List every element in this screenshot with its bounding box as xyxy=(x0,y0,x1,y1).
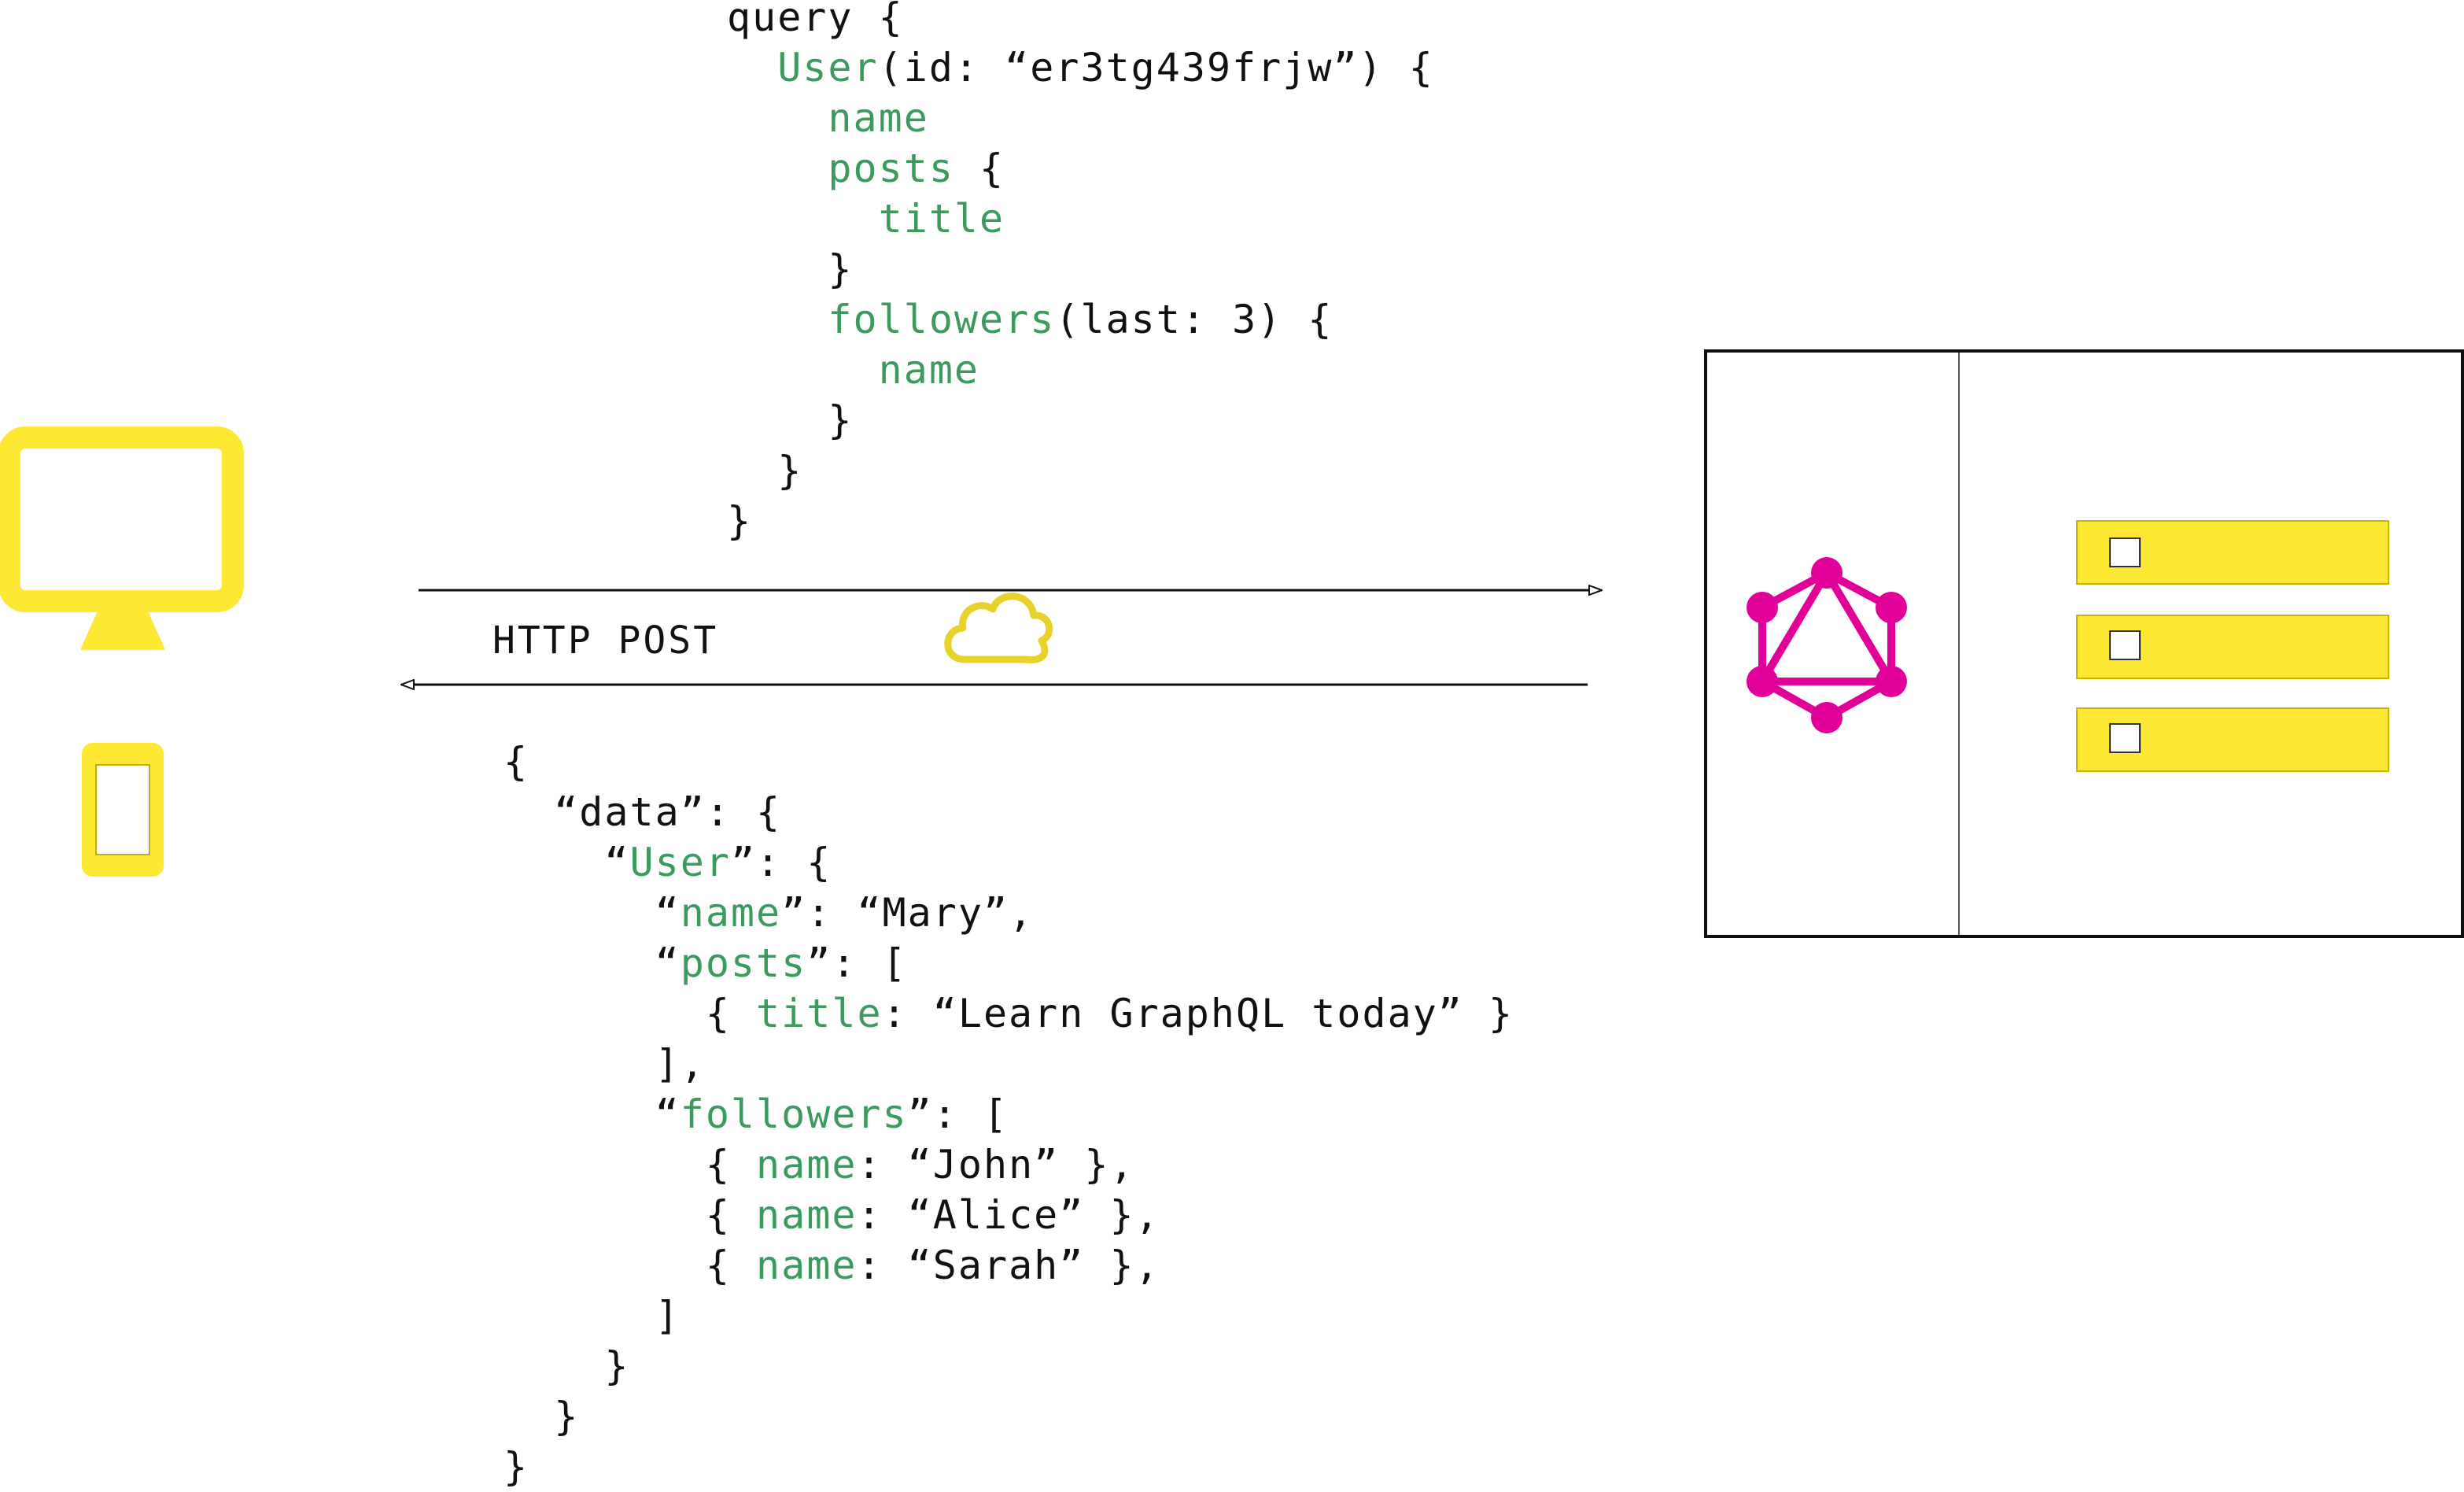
code-line: ], xyxy=(503,1041,706,1087)
graphql-logo-icon xyxy=(1747,557,1907,733)
transport-label: HTTP POST xyxy=(492,619,719,663)
code-line: “data”: { xyxy=(503,789,782,835)
server-frame xyxy=(1704,349,2464,938)
code-line: } xyxy=(503,1444,529,1490)
code-line: name xyxy=(828,95,929,141)
list-item xyxy=(2076,615,2389,679)
code-line: query { xyxy=(727,0,904,40)
code-line: } xyxy=(727,246,854,292)
checkbox-icon xyxy=(2109,537,2141,567)
code-line: { name: “John” }, xyxy=(503,1142,1135,1187)
code-line: { title: “Learn GraphQL today” } xyxy=(503,991,1514,1036)
code-line: } xyxy=(727,397,854,443)
graphql-query-code: query { User(id: “er3tg439frjw”) { name … xyxy=(727,0,1434,546)
code-line: followers(last: 3) { xyxy=(828,297,1333,342)
code-line: } xyxy=(727,448,803,493)
code-line: “posts”: [ xyxy=(503,940,908,986)
code-line: title xyxy=(878,196,1005,242)
checkbox-icon xyxy=(2109,723,2141,753)
desktop-monitor-icon xyxy=(0,427,244,650)
code-line: } xyxy=(727,498,753,544)
code-line: “followers”: [ xyxy=(503,1091,1009,1137)
code-line: “name”: “Mary”, xyxy=(503,890,1035,936)
code-line: { name: “Alice” }, xyxy=(503,1192,1160,1238)
code-line: name xyxy=(878,347,980,393)
code-line: { name: “Sarah” }, xyxy=(503,1243,1160,1288)
code-line: posts { xyxy=(828,146,1005,191)
cloud-icon xyxy=(944,593,1053,663)
code-line: ] xyxy=(503,1293,681,1339)
list-item xyxy=(2076,707,2389,772)
code-line: { xyxy=(503,739,529,785)
tablet-icon xyxy=(82,743,164,877)
code-line: “User”: { xyxy=(503,840,832,885)
checkbox-icon xyxy=(2109,630,2141,660)
code-line: } xyxy=(503,1394,580,1439)
code-line: User(id: “er3tg439frjw”) { xyxy=(777,45,1434,90)
list-item xyxy=(2076,520,2389,585)
code-line: } xyxy=(503,1343,630,1389)
json-response-code: { “data”: { “User”: { “name”: “Mary”, “p… xyxy=(503,737,1514,1492)
